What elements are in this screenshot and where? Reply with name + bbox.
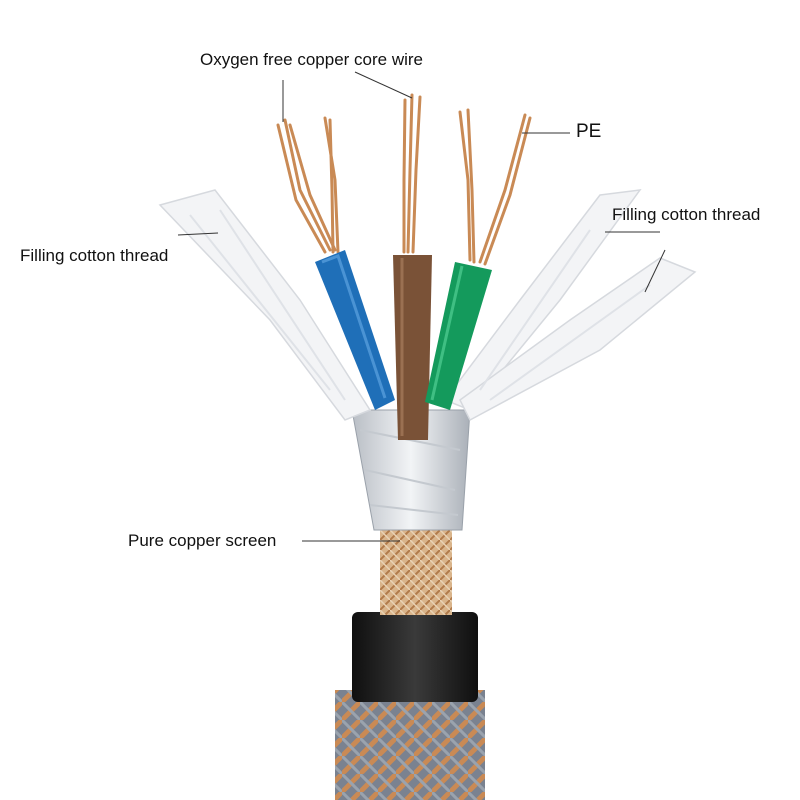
outer-braid-sleeve [335,690,485,800]
cotton-thread-left [158,189,372,421]
foil-wrap [351,409,471,531]
copper-strands [276,93,532,266]
label-core-wire: Oxygen free copper core wire [200,50,423,69]
leader-lines [177,71,666,542]
label-copper-screen: Pure copper screen [128,531,277,550]
label-filling-left: Filling cotton thread [20,246,169,265]
copper-screen [380,525,452,615]
green-conductor [425,262,492,410]
black-jacket [352,612,478,702]
label-filling-right: Filling cotton thread [612,205,761,224]
blue-conductor [315,250,395,410]
cotton-thread-right [443,189,697,422]
brown-conductor [393,255,432,440]
label-pe: PE [576,121,602,142]
